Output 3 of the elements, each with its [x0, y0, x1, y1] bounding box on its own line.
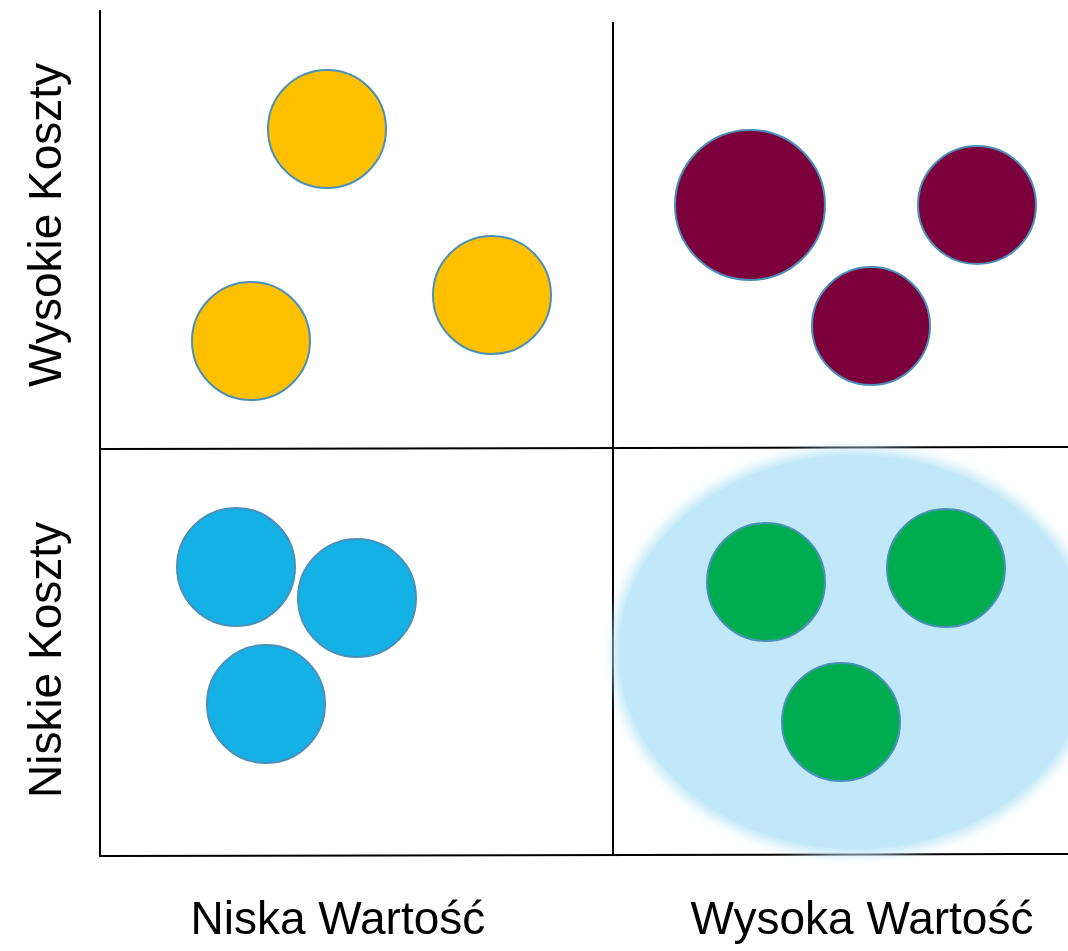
axis-label: Niskie Koszty — [22, 521, 69, 799]
axis-label: Wysokie Koszty — [22, 62, 69, 388]
axis-label: Niska Wartość — [190, 895, 486, 941]
